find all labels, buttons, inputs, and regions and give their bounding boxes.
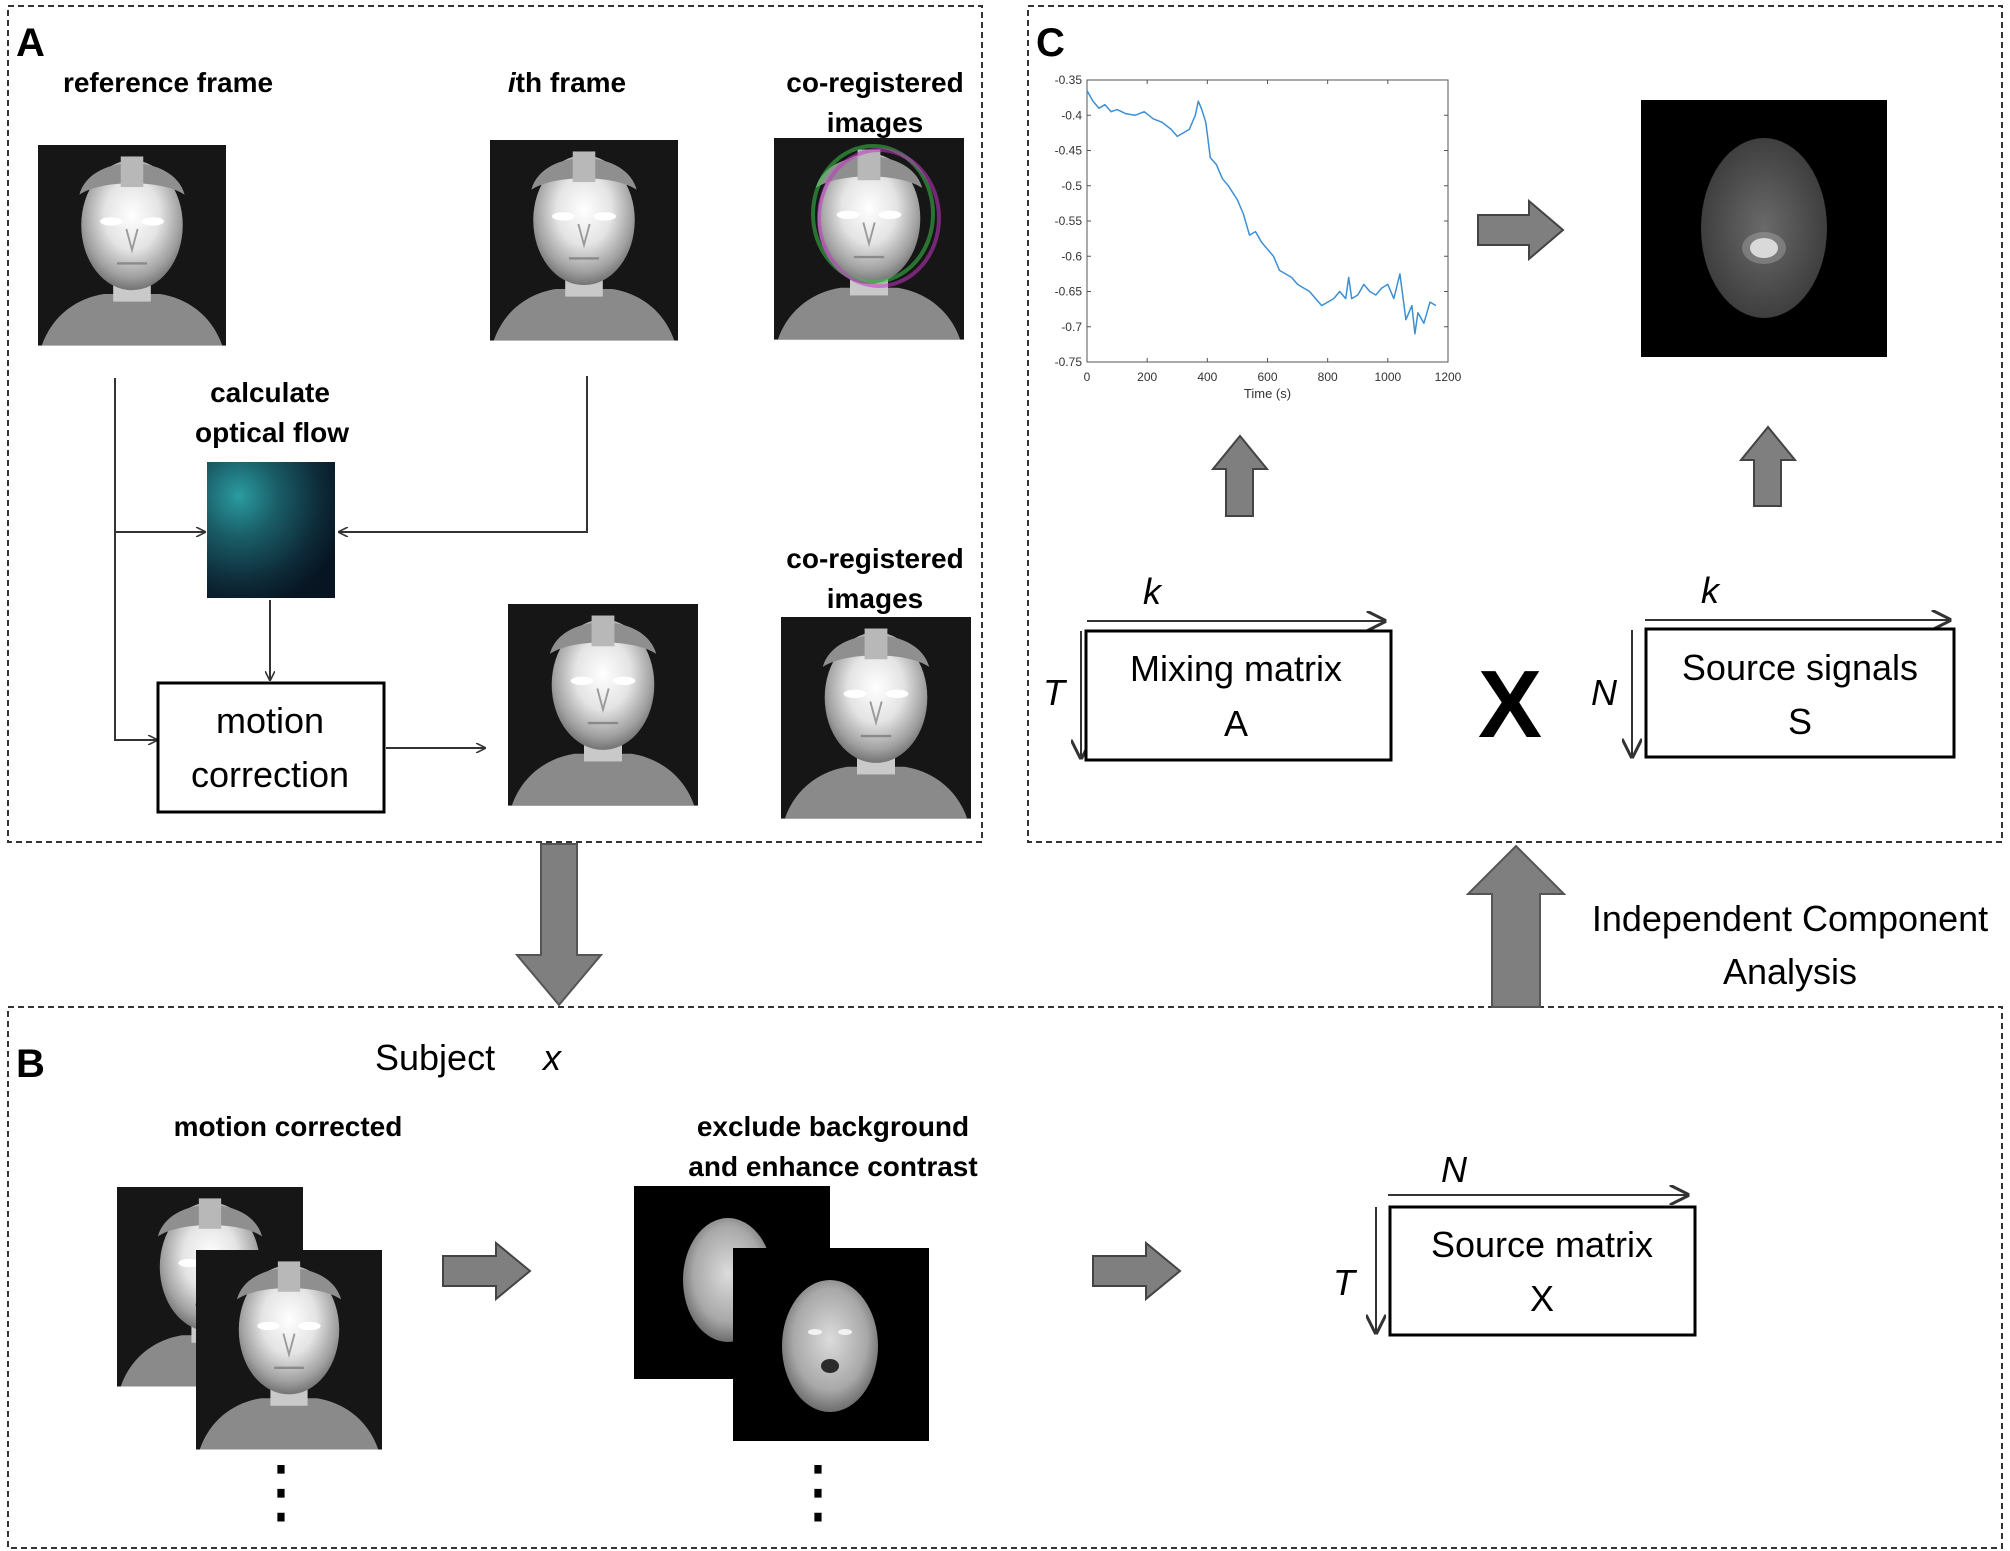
source-signal-image bbox=[1641, 100, 1887, 357]
reference-frame-image bbox=[36, 143, 228, 347]
block-arrow-b-to-c bbox=[1465, 844, 1567, 1008]
ith-frame-label: ith frame bbox=[508, 67, 626, 98]
block-arrow-a-to-b bbox=[514, 843, 604, 1007]
mixing-dim-v: T bbox=[1043, 672, 1068, 713]
mixing-matrix-label-1: Mixing matrix bbox=[1130, 648, 1342, 689]
mixing-matrix-label-2: A bbox=[1224, 703, 1248, 744]
motion-corrected-stack-front bbox=[194, 1248, 384, 1451]
coregistered-label-2b: images bbox=[827, 583, 924, 614]
connector-ref-down bbox=[114, 378, 157, 740]
y-tick-label: -0.7 bbox=[1061, 320, 1082, 334]
ith-rest: th frame bbox=[516, 67, 626, 98]
panel-b-frame bbox=[7, 1006, 2003, 1549]
coregistered-image-bottom bbox=[779, 615, 973, 820]
source-matrix-dim-v: T bbox=[1333, 1262, 1358, 1303]
mixing-timecourse-chart: 0 200 400 600 800 1000 1200 -0.35 -0.4 -0.45 -0.5 -… bbox=[1055, 73, 1462, 401]
y-tick-label: -0.55 bbox=[1055, 214, 1083, 228]
subject-label: Subject bbox=[375, 1037, 495, 1078]
coregistered-image-top bbox=[772, 136, 966, 341]
ith-italic: i bbox=[508, 67, 517, 98]
panel-c-letter: C bbox=[1036, 21, 1065, 65]
block-arrow-b1 bbox=[442, 1240, 532, 1302]
mixing-dim-h: k bbox=[1143, 571, 1163, 612]
chart-plot-area bbox=[1086, 79, 1449, 363]
y-tick-label: -0.6 bbox=[1061, 249, 1082, 263]
block-arrow-c-right bbox=[1477, 198, 1565, 262]
panel-b-letter: B bbox=[16, 1042, 45, 1086]
source-matrix-dim-h: N bbox=[1441, 1149, 1468, 1190]
connector-ith-to-flow bbox=[339, 376, 588, 532]
source-signals-label-2: S bbox=[1788, 701, 1812, 742]
coregistered-label-2a: co-registered bbox=[786, 543, 963, 574]
block-arrow-c-up-right bbox=[1738, 425, 1798, 507]
optical-flow-image bbox=[207, 462, 335, 598]
source-matrix-label-2: X bbox=[1530, 1278, 1554, 1319]
coregistered-label-1a: co-registered bbox=[786, 67, 963, 98]
motion-correction-label-2: correction bbox=[191, 754, 349, 795]
x-tick-label: 400 bbox=[1197, 370, 1217, 384]
reference-frame-label: reference frame bbox=[63, 67, 273, 98]
mixing-matrix-box bbox=[1084, 629, 1393, 762]
panel-a-frame bbox=[7, 5, 983, 843]
y-tick-label: -0.5 bbox=[1061, 179, 1082, 193]
x-tick-label: 800 bbox=[1318, 370, 1338, 384]
source-dim-v: N bbox=[1591, 672, 1618, 713]
series-line bbox=[1086, 90, 1437, 335]
y-tick-label: -0.65 bbox=[1055, 285, 1083, 299]
ellipsis-motion-corrected: ⋮ bbox=[246, 1450, 316, 1532]
source-matrix-box bbox=[1388, 1205, 1697, 1337]
x-tick-label: 1000 bbox=[1374, 370, 1401, 384]
y-tick-label: -0.45 bbox=[1055, 144, 1083, 158]
x-tick-label: 200 bbox=[1137, 370, 1157, 384]
coregistered-label-1b: images bbox=[827, 107, 924, 138]
motion-correction-box bbox=[156, 681, 386, 814]
masked-face-front bbox=[733, 1248, 929, 1441]
subject-var: x bbox=[541, 1037, 563, 1078]
motion-corrected-label: motion corrected bbox=[174, 1111, 403, 1142]
motion-corrected-output-image bbox=[506, 602, 700, 807]
panel-a-letter: A bbox=[16, 21, 45, 65]
source-dim-h: k bbox=[1701, 570, 1721, 611]
exclude-background-label-2: and enhance contrast bbox=[688, 1151, 977, 1182]
ellipsis-masked: ⋮ bbox=[783, 1450, 853, 1532]
ith-frame-image bbox=[488, 138, 680, 342]
y-tick-label: -0.4 bbox=[1061, 108, 1082, 122]
ica-label-2: Analysis bbox=[1723, 951, 1857, 992]
exclude-background-label-1: exclude background bbox=[697, 1111, 969, 1142]
multiply-symbol: X bbox=[1478, 651, 1542, 758]
motion-correction-label-1: motion bbox=[216, 700, 324, 741]
source-matrix-label-1: Source matrix bbox=[1431, 1224, 1653, 1265]
y-tick-label: -0.35 bbox=[1055, 73, 1083, 87]
source-signals-label-1: Source signals bbox=[1682, 647, 1918, 688]
x-tick-label: 600 bbox=[1257, 370, 1277, 384]
x-tick-label: 0 bbox=[1084, 370, 1091, 384]
ica-label-1: Independent Component bbox=[1592, 898, 1988, 939]
x-axis-label: Time (s) bbox=[1244, 386, 1291, 401]
optical-flow-label-1: calculate bbox=[210, 377, 330, 408]
block-arrow-b2 bbox=[1092, 1240, 1182, 1302]
block-arrow-c-up-left bbox=[1210, 434, 1270, 517]
x-tick-label: 1200 bbox=[1435, 370, 1462, 384]
y-tick-label: -0.75 bbox=[1055, 355, 1083, 369]
panel-c-frame bbox=[1027, 5, 2003, 843]
optical-flow-label-2: optical flow bbox=[195, 417, 349, 448]
source-signals-box bbox=[1644, 627, 1956, 759]
